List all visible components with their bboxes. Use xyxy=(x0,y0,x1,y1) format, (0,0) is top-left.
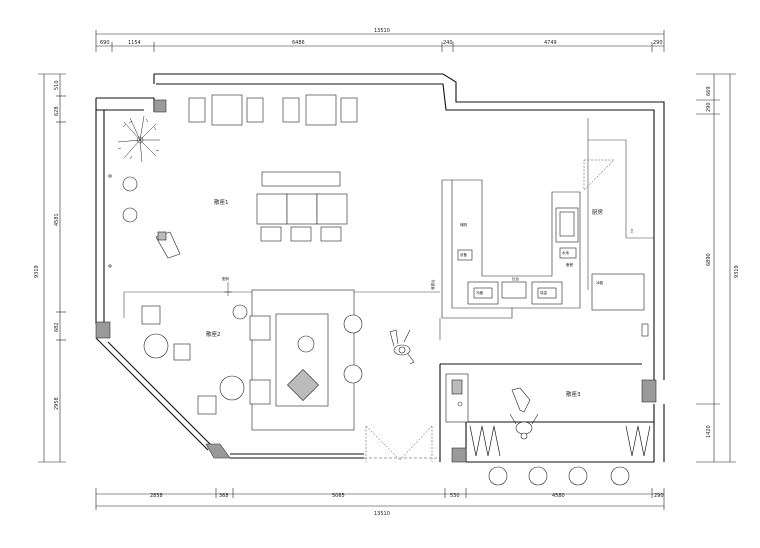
zigzag-decor xyxy=(469,425,651,457)
label-cold: 冷藏 xyxy=(476,290,484,295)
room-label-dining2: 散座2 xyxy=(206,330,221,338)
label-equipment: 设备 xyxy=(460,252,468,257)
dim-left-seg: 510 xyxy=(54,80,60,90)
dim-bottom-seg: 5065 xyxy=(332,493,345,499)
dim-top-seg: 690 xyxy=(100,40,110,46)
dim-bottom-seg: 368 xyxy=(219,493,229,499)
zone1-furniture xyxy=(108,94,358,268)
label-wc: 卫 xyxy=(630,229,634,233)
label-warm: 保温 xyxy=(540,290,548,295)
dim-top-seg: 240 xyxy=(443,40,453,46)
dim-right-seg: 6890 xyxy=(706,253,712,266)
dim-bottom-overall: 13510 xyxy=(374,511,390,517)
dim-bottom-seg: 2858 xyxy=(150,493,163,499)
zone3-furniture xyxy=(445,373,630,486)
room-label-kitchen: 厨房 xyxy=(592,208,604,216)
label-legend: 图例 xyxy=(222,276,229,281)
doors xyxy=(364,159,615,462)
dim-top-seg: 4749 xyxy=(544,40,557,46)
room-label-dining3: 散座3 xyxy=(566,390,581,398)
dim-bottom-seg: 530 xyxy=(450,493,460,499)
dim-bottom-seg: 4580 xyxy=(552,493,565,499)
dim-left-seg: 2958 xyxy=(54,397,60,410)
plant-icon xyxy=(117,115,160,163)
dim-right-seg: 669 xyxy=(706,86,712,96)
label-sink: 水池 xyxy=(562,250,570,255)
partitions xyxy=(123,118,654,340)
dim-bottom-seg: 290 xyxy=(654,493,664,499)
label-fridge: 冰箱 xyxy=(596,280,604,285)
dim-left-seg: 4581 xyxy=(54,213,60,226)
room-label-dining1: 散座1 xyxy=(214,198,229,206)
dim-right-overall: 9319 xyxy=(734,265,740,278)
dim-top-seg: 6486 xyxy=(292,40,305,46)
label-storage: 储物 xyxy=(460,222,468,227)
dim-top-seg: 290 xyxy=(653,40,663,46)
dim-left-overall: 9319 xyxy=(34,265,40,278)
dim-top-overall: 13510 xyxy=(374,28,390,34)
person-icon xyxy=(509,387,539,440)
dimension-bottom xyxy=(95,488,665,510)
kitchen-counters xyxy=(441,179,649,337)
label-prep: 备餐 xyxy=(566,262,574,267)
outer-walls xyxy=(95,73,665,463)
dim-right-seg: 290 xyxy=(706,102,712,112)
dimension-left xyxy=(38,73,66,463)
label-counter: 收银台 xyxy=(430,279,435,290)
person-icon xyxy=(389,329,415,365)
dim-top-seg: 1154 xyxy=(128,40,141,46)
dimension-top xyxy=(95,30,665,52)
columns xyxy=(95,99,657,463)
column-marker xyxy=(224,282,232,296)
label-stove: 灶台 xyxy=(512,276,520,281)
dimension-right xyxy=(696,73,736,463)
dim-left-seg: 628 xyxy=(54,106,60,116)
zone2-furniture xyxy=(141,289,363,431)
dim-left-seg: 682 xyxy=(54,322,60,332)
dim-right-seg: 1420 xyxy=(706,425,712,438)
